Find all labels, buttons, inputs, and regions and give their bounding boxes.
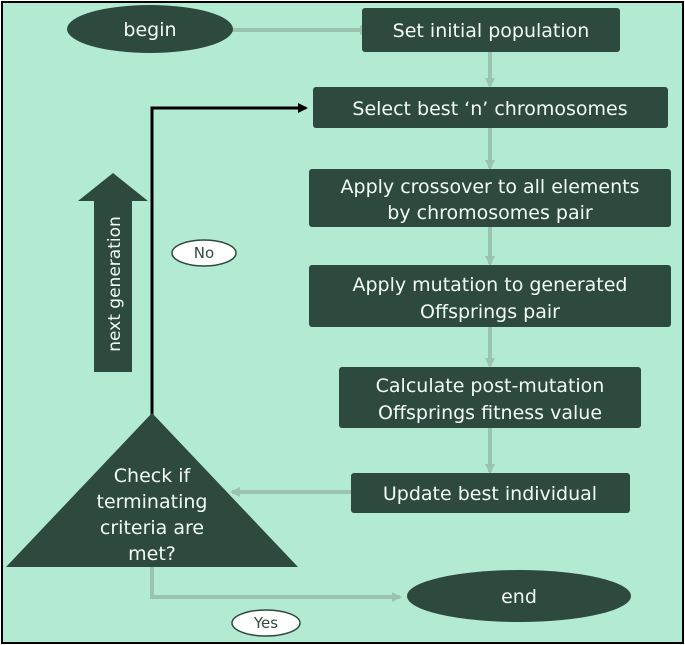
- fitness-box: Calculate post-mutation Offsprings fitne…: [339, 367, 641, 428]
- yes-label: Yes: [253, 614, 278, 632]
- update-best-box: Update best individual: [351, 473, 630, 513]
- next-generation-arrow: next generation: [78, 173, 148, 372]
- next-generation-label: next generation: [105, 216, 125, 352]
- check-label-line4: met?: [128, 543, 176, 565]
- update-best-label: Update best individual: [383, 483, 597, 505]
- check-label-line3: criteria are: [100, 517, 204, 539]
- end-label: end: [501, 586, 537, 608]
- yes-badge: Yes: [231, 609, 301, 637]
- no-label: No: [194, 244, 214, 262]
- fitness-label-line1: Calculate post-mutation: [376, 375, 605, 397]
- select-best-label: Select best ‘n’ chromosomes: [352, 98, 627, 120]
- check-label-line2: terminating: [97, 491, 208, 513]
- crossover-box: Apply crossover to all elements by chrom…: [309, 169, 671, 227]
- crossover-label-line1: Apply crossover to all elements: [341, 176, 640, 198]
- set-population-box: Set initial population: [362, 8, 620, 52]
- mutation-label-line1: Apply mutation to generated: [352, 274, 627, 296]
- arrow-no-loop: [150, 103, 308, 418]
- check-criteria-node: Check if terminating criteria are met?: [6, 413, 298, 567]
- mutation-box: Apply mutation to generated Offsprings p…: [309, 265, 671, 327]
- select-best-box: Select best ‘n’ chromosomes: [313, 87, 668, 128]
- set-population-label: Set initial population: [393, 20, 590, 42]
- arrow-check-to-end: [150, 565, 402, 602]
- fitness-label-line2: Offsprings fitness value: [378, 402, 602, 424]
- crossover-label-line2: by chromosomes pair: [387, 202, 593, 224]
- check-label-line1: Check if: [114, 465, 192, 487]
- end-node: end: [407, 570, 631, 622]
- mutation-label-line2: Offsprings pair: [420, 301, 560, 323]
- begin-node: begin: [67, 5, 233, 53]
- no-badge: No: [171, 239, 237, 267]
- begin-label: begin: [123, 19, 176, 41]
